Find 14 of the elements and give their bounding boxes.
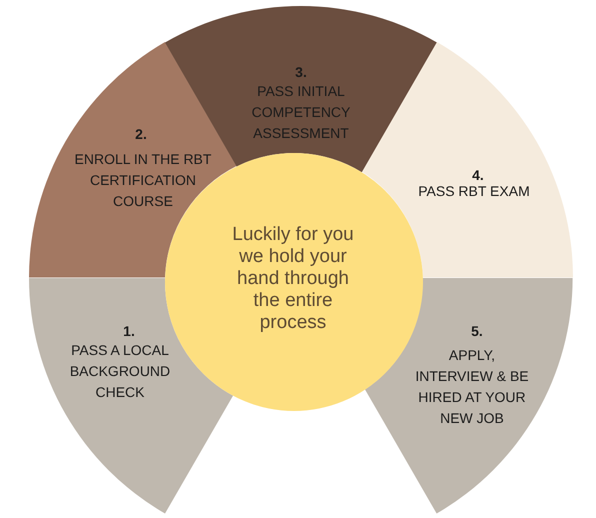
step-number: 4. bbox=[471, 166, 484, 184]
center-text: Luckily for you we hold your hand through the entire process bbox=[232, 224, 354, 334]
step-label: APPLY, INTERVIEW & BE HIRED AT YOUR NEW JOB bbox=[414, 346, 530, 428]
step-segment bbox=[365, 278, 573, 514]
step-number: 5. bbox=[470, 322, 484, 340]
step-number: 1. bbox=[122, 322, 136, 340]
step-label: PASS A LOCAL BACKGROUND CHECK bbox=[69, 340, 171, 402]
step-number: 3. bbox=[294, 63, 308, 81]
step-label: PASS INITIAL COMPETENCY ASSESSMENT bbox=[251, 82, 351, 142]
step-segment bbox=[29, 278, 234, 514]
step-label: ENROLL IN THE RBT CERTIFICATION COURSE bbox=[74, 150, 212, 212]
step-label: PASS RBT EXAM bbox=[417, 182, 530, 202]
step-segment bbox=[362, 42, 573, 278]
step-number: 2. bbox=[134, 124, 148, 143]
